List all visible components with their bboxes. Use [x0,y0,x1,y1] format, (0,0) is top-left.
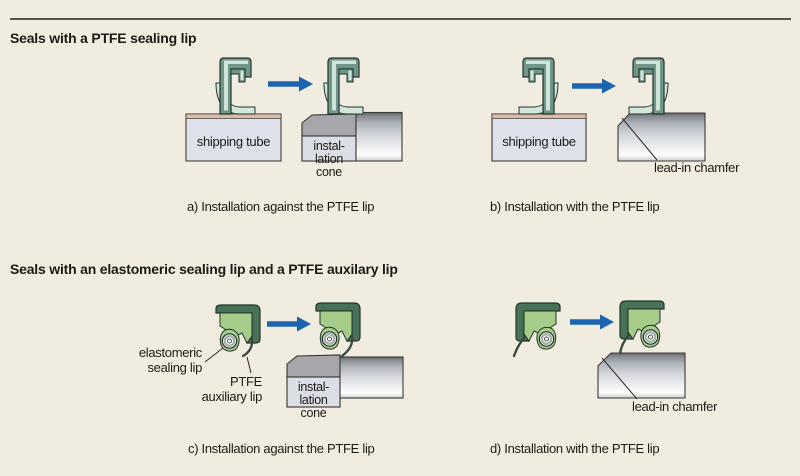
installation-cone-c-band [286,354,341,378]
shaft-d-chamfered [597,352,686,399]
chamfer-leader-line-b [621,117,658,161]
section2-heading: Seals with an elastomeric sealing lip an… [10,261,398,277]
aux-label-line2: auxiliary lip [201,389,263,404]
shipping-tube-a-rim [185,113,282,119]
top-rule [10,18,791,20]
diagram-a [185,57,403,162]
ptfe-auxiliary-lip-d1 [512,336,526,358]
aux-lip-leader-line [246,356,252,374]
ptfe-auxiliary-lip-d2 [618,334,630,355]
seal-cross-section-d1 [514,301,562,351]
shipping-tube-label-b: shipping tube [502,134,576,149]
cone-label-line1: instal- [297,380,330,394]
ptfe-auxiliary-lip-c1 [241,336,254,358]
cone-label-line3: cone [300,406,327,420]
arrow-right-icon-b [572,78,616,94]
elastomeric-label-line2: sealing lip [147,360,202,375]
installation-cone-a-band [301,113,357,137]
shipping-tube-a [185,113,282,162]
caption-d: d) Installation with the PTFE lip [490,441,660,456]
shaft-b-chamfered [617,112,706,162]
arrow-right-icon-a [268,76,313,92]
caption-b: b) Installation with the PTFE lip [490,199,660,214]
aux-label-line1: PTFE [229,374,262,389]
installation-cone-a-body [301,135,357,162]
installation-cone-label-c: instal- lation cone [287,381,340,420]
seal-cross-section-a1 [215,57,256,115]
caption-c: c) Installation against the PTFE lip [188,441,375,456]
arrow-right-icon-c [267,316,311,332]
section1-heading: Seals with a PTFE sealing lip [10,30,197,46]
installation-cone-label-a: instal- lation cone [302,140,356,179]
cone-label-line2: lation [299,393,328,407]
shipping-tube-b-rim [491,113,587,119]
seal-cross-section-c1 [214,303,262,353]
diagram-c [204,301,404,408]
seal-cross-section-b2 [628,57,669,115]
ptfe-auxiliary-lip-c2 [340,334,354,358]
ptfe-auxiliary-lip-label: PTFE auxiliary lip [172,374,263,404]
shipping-tube-b [491,113,587,162]
seal-cross-section-d2 [618,299,666,349]
seal-cross-section-c2 [314,301,362,351]
lead-in-chamfer-label-d: lead-in chamfer [632,399,718,414]
cone-label-line2: lation [314,152,344,166]
elastomeric-label-line1: elastomeric [138,345,202,360]
seal-cross-section-a2 [323,57,364,115]
diagram-b [491,57,706,162]
diagram-d [512,299,686,400]
chamfer-leader-line-d [601,357,638,400]
seal-cross-section-b1 [518,57,559,115]
shaft-a [355,111,403,162]
installation-cone-c-body [286,376,341,408]
elastomeric-sealing-lip-label: elastomeric sealing lip [110,345,202,375]
shipping-tube-label-a: shipping tube [196,134,271,149]
caption-a: a) Installation against the PTFE lip [187,199,375,214]
shaft-c [339,356,404,399]
elastomeric-lip-leader-line [204,347,224,363]
lead-in-chamfer-label-b: lead-in chamfer [654,160,740,175]
cone-label-line1: instal- [313,139,345,153]
cone-label-line3: cone [316,165,342,179]
arrow-right-icon-d [570,314,614,330]
